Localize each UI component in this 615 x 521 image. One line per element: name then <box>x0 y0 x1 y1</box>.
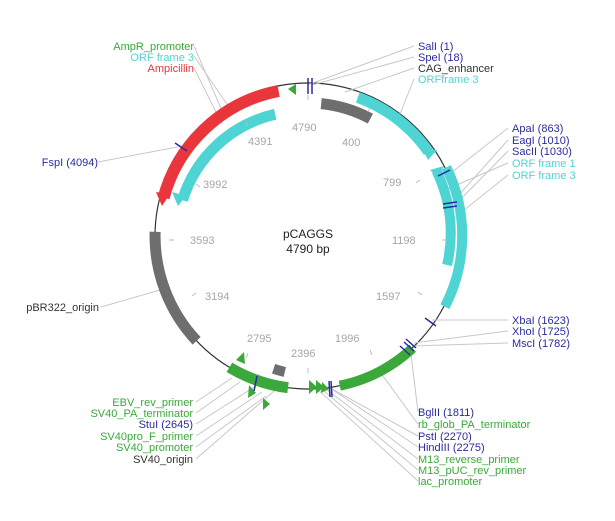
label-orf-frame3-right[interactable]: ORF frame 3 <box>512 170 576 182</box>
label-orf-frame3-left[interactable]: ORF frame 3 <box>130 52 194 64</box>
xhoi-site <box>405 338 417 349</box>
tick-1198: 1198 <box>392 235 416 247</box>
label-ebv-rev-primer[interactable]: EBV_rev_primer <box>112 397 193 409</box>
label-orf-top[interactable]: ORFframe 3 <box>418 74 479 86</box>
sv40pro-f-primer-marker[interactable] <box>263 398 270 410</box>
orf-frame3-left-arrowhead <box>172 192 186 206</box>
orf-top-arrowhead <box>422 148 437 160</box>
tick-1996: 1996 <box>335 333 359 345</box>
label-msci[interactable]: MscI (1782) <box>512 338 570 350</box>
fspi-site <box>174 142 188 152</box>
label-apai[interactable]: ApaI (863) <box>512 123 563 135</box>
m13-reverse-primer-marker[interactable] <box>309 380 317 394</box>
label-amp-promoter[interactable]: AmpR_promoter <box>113 41 194 53</box>
tick-3593: 3593 <box>190 235 214 247</box>
label-xbai[interactable]: XbaI (1623) <box>512 315 569 327</box>
plasmid-name: pCAGGS <box>283 227 333 241</box>
orf-frame1-arrowhead <box>430 166 444 178</box>
label-spei[interactable]: SpeI (18) <box>418 52 463 64</box>
stui-site <box>253 375 258 392</box>
label-sv40pro-f-primer[interactable]: SV40pro_F_primer <box>100 431 193 443</box>
orf-top-feature[interactable] <box>355 92 434 155</box>
pbr322-origin-feature[interactable] <box>149 231 201 345</box>
tick-4391: 4391 <box>248 136 272 148</box>
label-sv40-origin[interactable]: SV40_origin <box>133 454 193 466</box>
tick-marks <box>169 95 447 373</box>
tick-2795: 2795 <box>247 333 271 345</box>
sv40-pa-marker[interactable] <box>248 385 256 398</box>
tick-1597: 1597 <box>376 291 400 303</box>
sacii-site <box>442 205 458 209</box>
label-orf-frame1[interactable]: ORF frame 1 <box>512 158 576 170</box>
label-ampicillin[interactable]: Ampicillin <box>148 63 194 75</box>
tick-3992: 3992 <box>203 179 227 191</box>
label-xhoi[interactable]: XhoI (1725) <box>512 326 569 338</box>
label-sv40-pa-terminator[interactable]: SV40_PA_terminator <box>90 408 193 420</box>
label-eagi[interactable]: EagI (1010) <box>512 135 569 147</box>
restriction-sites <box>174 78 458 398</box>
label-cag-enhancer[interactable]: CAG_enhancer <box>418 63 494 75</box>
label-hindiii[interactable]: HindIII (2275) <box>418 442 485 454</box>
rb-glob-pa-terminator-feature[interactable] <box>338 344 416 391</box>
label-sali[interactable]: SalI (1) <box>418 41 453 53</box>
orf-frame3-left-feature[interactable] <box>177 108 277 202</box>
ampicillin-feature[interactable] <box>157 85 280 200</box>
tick-799: 799 <box>383 177 401 189</box>
ampicillin-arrowhead <box>156 192 170 206</box>
lac-promoter-marker[interactable] <box>321 382 329 393</box>
tick-400: 400 <box>342 137 360 149</box>
label-m13-puc-rev-primer[interactable]: M13_pUC_rev_primer <box>418 465 527 477</box>
tick-4790: 4790 <box>292 122 316 134</box>
sv40-origin-feature[interactable] <box>272 364 287 377</box>
tick-2396: 2396 <box>291 348 315 360</box>
orf-frame1-feature[interactable] <box>432 169 456 267</box>
sv40-promoter-feature[interactable] <box>226 362 289 394</box>
label-m13-reverse-primer[interactable]: M13_reverse_primer <box>418 454 520 466</box>
amp-promoter-marker[interactable] <box>288 84 296 95</box>
msci-site <box>403 341 415 352</box>
label-bglii[interactable]: BglII (1811) <box>418 407 474 419</box>
label-sv40-promoter[interactable]: SV40_promoter <box>116 442 193 454</box>
plasmid-size: 4790 bp <box>286 242 330 256</box>
label-psti[interactable]: PstI (2270) <box>418 431 472 443</box>
label-pbr322-origin[interactable]: pBR322_origin <box>26 302 99 314</box>
m13-puc-rev-primer-marker[interactable] <box>316 380 324 394</box>
apai-site <box>437 169 451 177</box>
label-stui[interactable]: StuI (2645) <box>139 419 193 431</box>
label-fspi[interactable]: FspI (4094) <box>42 157 98 169</box>
bglii-site <box>399 345 411 356</box>
eagi-site <box>442 201 458 205</box>
label-rb-glob[interactable]: rb_glob_PA_terminator <box>418 419 531 431</box>
label-lac-promoter[interactable]: lac_promoter <box>418 476 483 488</box>
cag-enhancer-feature[interactable] <box>320 98 373 124</box>
orf-frame3-right-feature[interactable] <box>440 165 468 310</box>
label-sacii[interactable]: SacII (1030) <box>512 146 572 158</box>
tick-3194: 3194 <box>205 291 229 303</box>
xbai-site <box>424 317 437 327</box>
ebv-rev-primer-marker[interactable] <box>236 352 245 364</box>
psti-site <box>328 380 331 398</box>
hindiii-site <box>330 380 333 398</box>
